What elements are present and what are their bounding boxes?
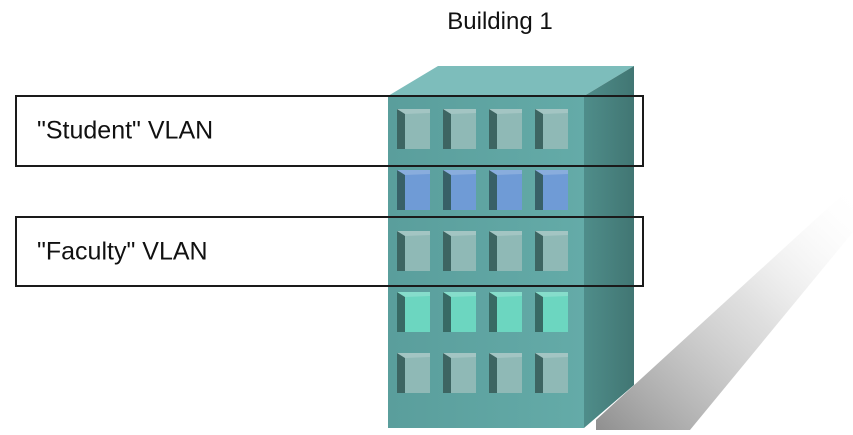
window-recess [535,353,543,393]
window-sill [535,231,568,236]
building-windows [397,109,568,393]
window-sill [535,109,568,114]
window-sill [489,109,522,114]
building-shadow [596,185,853,430]
window-recess [535,109,543,149]
window-recess [489,170,497,210]
window [397,170,430,210]
window [443,353,476,393]
window-sill [489,170,522,175]
student-vlan-box: "Student" VLAN [15,95,644,167]
window-sill [397,231,430,236]
window [489,109,522,149]
window [535,170,568,210]
window-sill [443,170,476,175]
window [443,170,476,210]
window [397,353,430,393]
building-roof [388,66,634,96]
window [535,231,568,271]
window-sill [397,109,430,114]
window-sill [535,292,568,297]
window-recess [535,170,543,210]
building-title: Building 1 [447,8,553,35]
window-recess [489,109,497,149]
window-recess [489,231,497,271]
window-recess [397,292,405,332]
window-recess [489,353,497,393]
window-sill [397,170,430,175]
window-recess [443,353,451,393]
window-sill [535,170,568,175]
window [489,292,522,332]
window-recess [443,292,451,332]
window-recess [397,231,405,271]
window-recess [535,231,543,271]
window-sill [443,231,476,236]
window-sill [397,292,430,297]
window [443,231,476,271]
window [489,353,522,393]
window-recess [535,292,543,332]
window-sill [489,292,522,297]
window [489,170,522,210]
faculty-vlan-label: "Faculty" VLAN [37,237,208,265]
window-recess [443,170,451,210]
window [397,292,430,332]
window [535,353,568,393]
window-sill [443,292,476,297]
window-sill [443,353,476,358]
window [535,109,568,149]
window [397,231,430,271]
window [443,292,476,332]
window-recess [397,353,405,393]
window [397,109,430,149]
window [489,231,522,271]
window-sill [489,353,522,358]
window-recess [397,109,405,149]
window-recess [397,170,405,210]
student-vlan-label: "Student" VLAN [37,116,214,145]
window-recess [443,109,451,149]
building-side [584,66,634,428]
window-sill [535,353,568,358]
window-recess [489,292,497,332]
faculty-vlan-box: "Faculty" VLAN [15,216,644,287]
window-recess [443,231,451,271]
window [443,109,476,149]
window [535,292,568,332]
window-sill [397,353,430,358]
window-sill [489,231,522,236]
window-sill [443,109,476,114]
